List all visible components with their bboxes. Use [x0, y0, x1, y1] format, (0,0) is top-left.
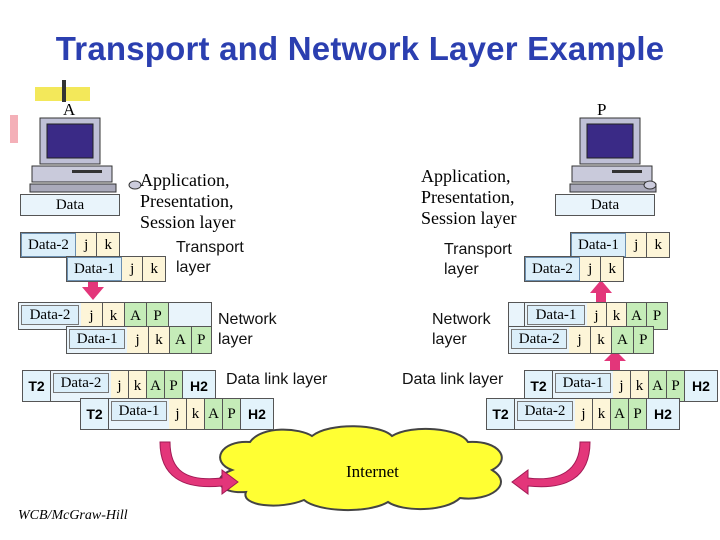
computer-a-icon — [29, 117, 142, 193]
internet-label: Internet — [346, 462, 399, 481]
left-down-arrows — [82, 278, 104, 300]
right-transport-segment-1: Data-1 j k — [570, 232, 670, 258]
accent-bar-pink — [10, 115, 18, 143]
right-curve-arrow — [511, 441, 591, 495]
right-datalink-frame-1: T2 Data-1 j k A P H2 — [524, 370, 718, 402]
computer-p-icon — [569, 117, 657, 193]
right-network-packet-2: Data-2 j k A P — [508, 326, 654, 354]
left-datalink-frame-2: T2 Data-1 j k A P H2 — [80, 398, 274, 430]
host-p-label: P — [597, 100, 607, 119]
internet-cloud — [218, 425, 503, 511]
accent-bar-vertical — [62, 80, 66, 102]
page-title: Transport and Network Layer Example — [55, 30, 665, 67]
left-transport-segment-2: Data-1 j k — [66, 256, 166, 282]
right-network-packet-1: Data-1 j k A P — [508, 302, 668, 330]
left-datalink-label: Data link layer — [226, 371, 328, 388]
right-app-data: Data — [555, 194, 655, 216]
left-curve-arrow — [159, 441, 239, 495]
right-datalink-label: Data link layer — [402, 371, 504, 388]
left-app-data: Data — [20, 194, 120, 216]
right-upper-layers-label: Application, Presentation, Session layer — [421, 166, 517, 228]
left-upper-layers-label: Application, Presentation, Session layer — [140, 170, 236, 232]
left-datalink-frame-1: T2 Data-2 j k A P H2 — [22, 370, 216, 402]
host-a-label: A — [63, 100, 76, 119]
footer-credit: WCB/McGraw-Hill — [18, 508, 128, 523]
left-network-packet-2: Data-1 j k A P — [66, 326, 212, 354]
left-transport-segment-1: Data-2 j k — [20, 232, 120, 258]
left-network-packet-1: Data-2 j k A P — [18, 302, 212, 330]
right-datalink-frame-2: T2 Data-2 j k A P H2 — [486, 398, 680, 430]
right-transport-segment-2: Data-2 j k — [524, 256, 624, 282]
